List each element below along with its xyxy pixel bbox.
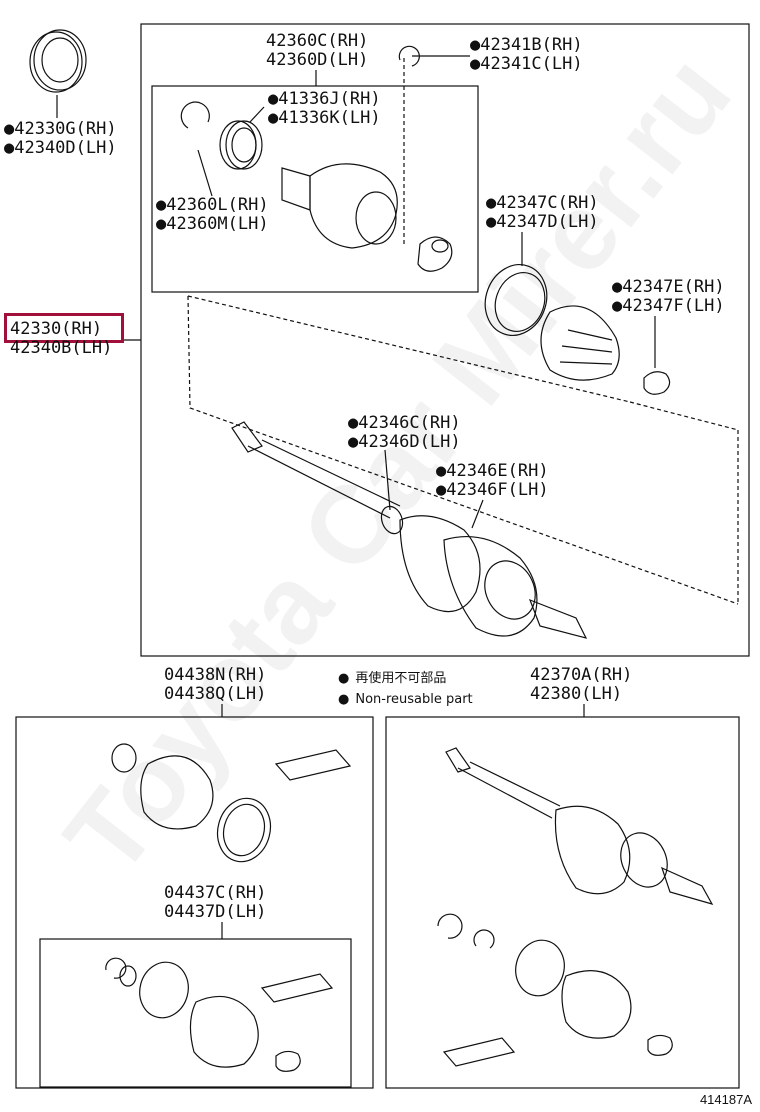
- label-line: ●42347F(LH): [612, 296, 725, 316]
- label-line: ●42347E(RH): [612, 277, 725, 297]
- figure-code: 414187A: [699, 1092, 752, 1107]
- label-line: ●42341B(RH): [470, 35, 583, 55]
- boot-kit-inboard-frame: [39, 938, 352, 1088]
- kit-inboard-drawing: [105, 957, 334, 1072]
- label-line: 42360C(RH): [266, 31, 369, 51]
- legend-jp: 再使用不可部品: [338, 668, 473, 689]
- label-line: 04437D(LH): [164, 902, 267, 922]
- label-boot-outboard[interactable]: ●42346E(RH) ●42346F(LH): [436, 462, 549, 500]
- boot-band-large-drawing: [484, 264, 548, 336]
- drive-shaft-drawing: [231, 421, 588, 639]
- label-boot-kit-outboard[interactable]: 04438N(RH) 04438Q(LH): [164, 666, 266, 704]
- label-line: ●42340D(LH): [4, 138, 117, 158]
- label-inboard-joint[interactable]: 42360C(RH) 42360D(LH): [266, 32, 368, 70]
- joint-ring-drawing: [219, 120, 263, 170]
- label-line: ●41336K(LH): [268, 108, 381, 128]
- main-frame: [140, 23, 750, 657]
- label-shaft-assembly[interactable]: 42370A(RH) 42380(LH): [530, 666, 632, 704]
- leader-boot-in: [384, 449, 391, 511]
- legend: 再使用不可部品 Non-reusable part: [338, 668, 473, 710]
- label-line: ●42346C(RH): [348, 413, 461, 433]
- label-boot-kit-inboard[interactable]: 04437C(RH) 04437D(LH): [164, 884, 266, 922]
- label-line: 42340B(LH): [10, 338, 113, 358]
- oil-seal-drawing: [29, 29, 87, 93]
- label-line: ●42347D(LH): [486, 212, 599, 232]
- label-line: ●42346F(LH): [436, 480, 549, 500]
- label-line: 04438N(RH): [164, 665, 267, 685]
- label-main-assembly[interactable]: 42330(RH) 42340B(LH): [10, 320, 112, 358]
- label-line: ●42347C(RH): [486, 193, 599, 213]
- band-small-drawing: [643, 371, 671, 395]
- snap-ring-b-drawing: [180, 101, 210, 129]
- shaft-assembly-drawing: [437, 747, 714, 1067]
- snap-ring-a-drawing: [398, 45, 420, 67]
- leader-snap-b: [249, 106, 265, 123]
- boot-kit-outboard-frame: [15, 716, 374, 1089]
- leader-boot-out: [471, 499, 484, 529]
- label-outer-ring[interactable]: ●42330G(RH) ●42340D(LH): [4, 120, 117, 158]
- label-boot-inboard[interactable]: ●42346C(RH) ●42346D(LH): [348, 414, 461, 452]
- label-line: ●42360L(RH): [156, 195, 269, 215]
- inboard-joint-drawing: [281, 163, 453, 272]
- boot-drawing: [540, 305, 620, 381]
- legend-en: Non-reusable part: [338, 689, 472, 710]
- label-line: 42370A(RH): [530, 665, 633, 685]
- inboard-subframe: [151, 85, 479, 293]
- label-inner-joint[interactable]: ●42360L(RH) ●42360M(LH): [156, 196, 269, 234]
- label-line: ●41336J(RH): [268, 89, 381, 109]
- shaft-assembly-frame: [385, 716, 740, 1089]
- label-line: ●42346D(LH): [348, 432, 461, 452]
- label-boot-band-large[interactable]: ●42347C(RH) ●42347D(LH): [486, 194, 599, 232]
- label-snap-ring-a[interactable]: ●42341B(RH) ●42341C(LH): [470, 36, 583, 74]
- label-line: 42380(LH): [530, 684, 623, 704]
- label-snap-ring-b[interactable]: ●41336J(RH) ●41336K(LH): [268, 90, 381, 128]
- selected-part-highlight: [4, 313, 124, 343]
- dashed-guides: [187, 58, 739, 605]
- label-line: ●42341C(LH): [470, 54, 583, 74]
- label-line: 04438Q(LH): [164, 684, 267, 704]
- kit-outboard-drawing: [111, 743, 352, 863]
- label-line: 04437C(RH): [164, 883, 267, 903]
- leader-inner: [197, 149, 213, 197]
- label-line: ●42360M(LH): [156, 214, 269, 234]
- label-line: 42330(RH): [10, 319, 103, 339]
- label-line: ●42346E(RH): [436, 461, 549, 481]
- label-line: 42360D(LH): [266, 50, 369, 70]
- label-boot-band-small[interactable]: ●42347E(RH) ●42347F(LH): [612, 278, 725, 316]
- label-line: ●42330G(RH): [4, 119, 117, 139]
